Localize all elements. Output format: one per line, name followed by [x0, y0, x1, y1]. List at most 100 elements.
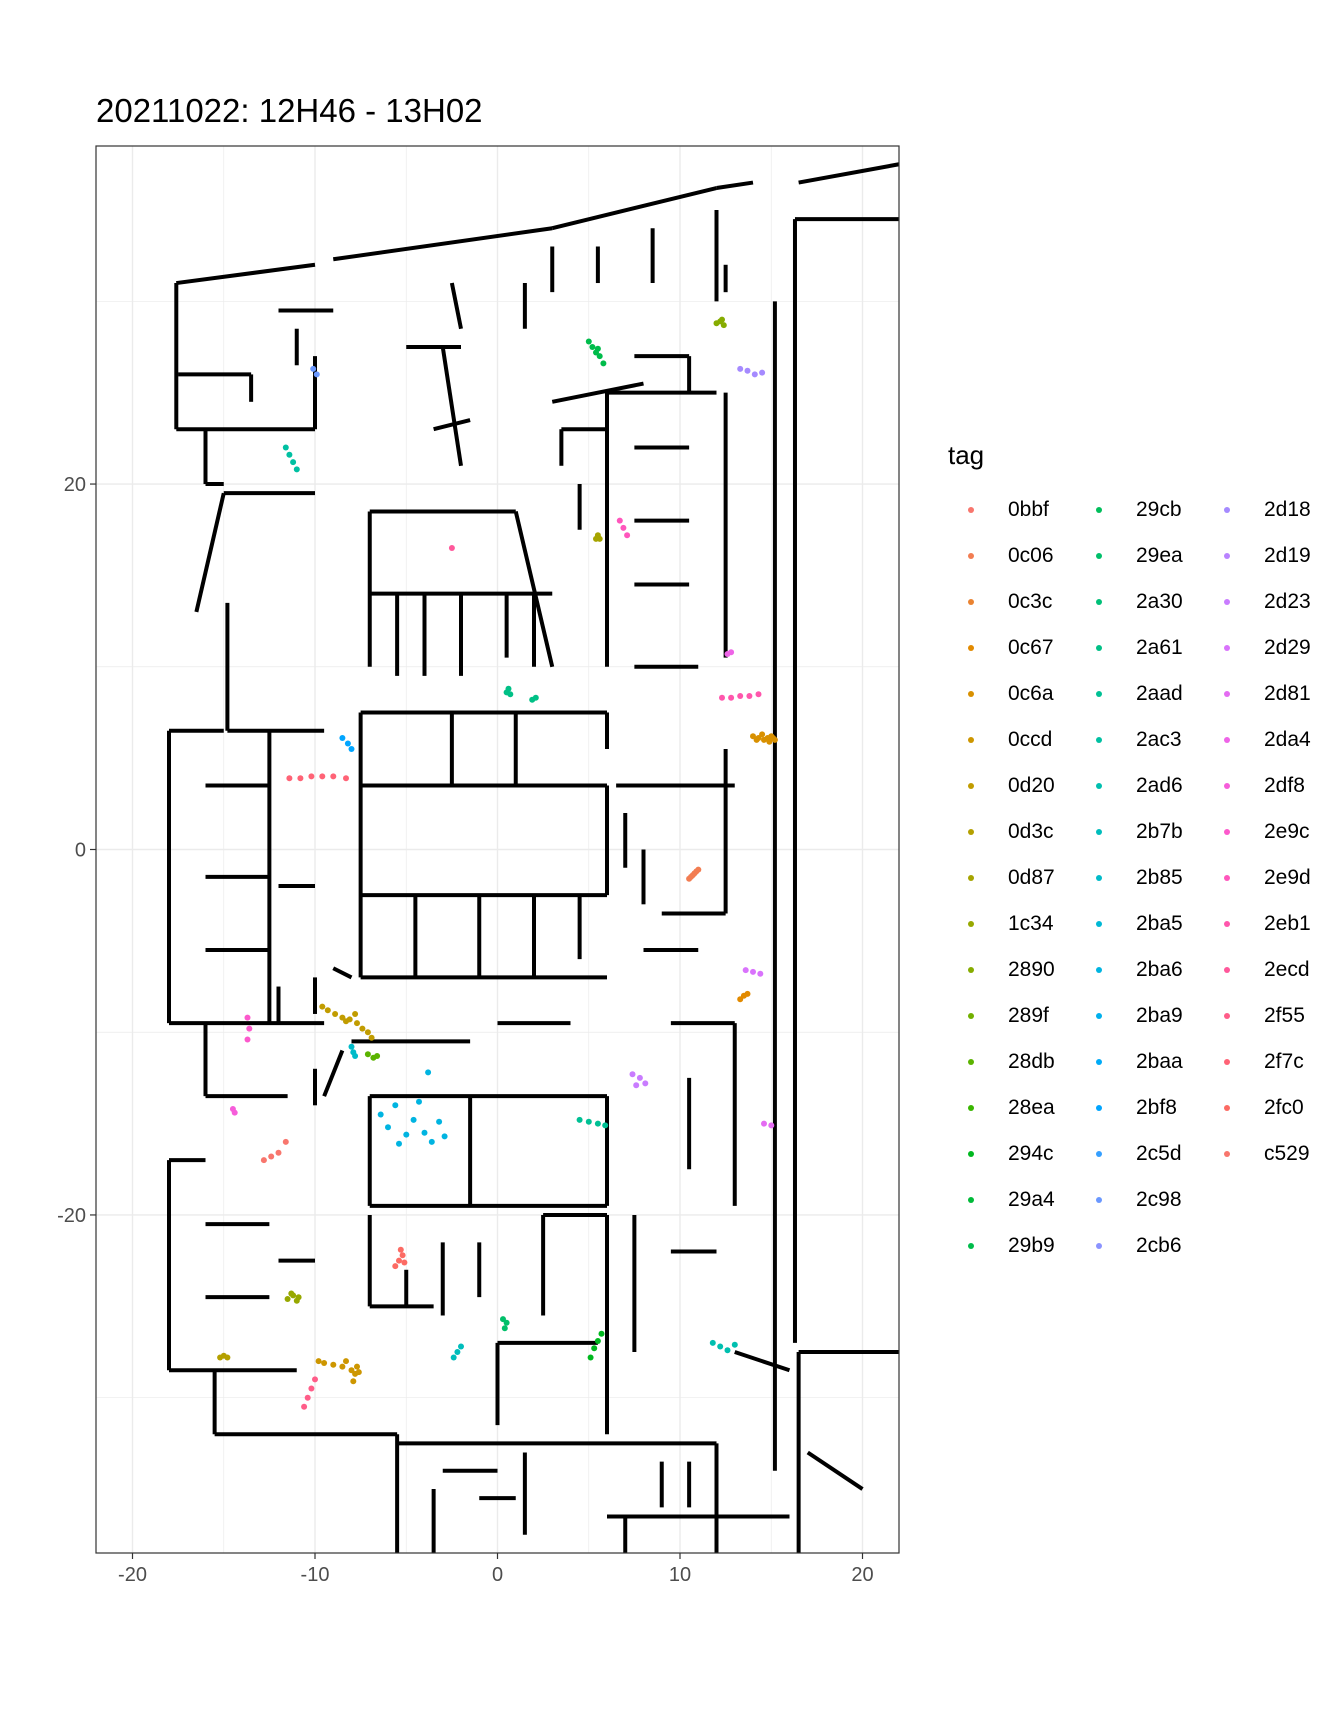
data-point	[436, 1118, 443, 1125]
data-point	[744, 367, 751, 374]
legend-key-dot	[1224, 737, 1230, 743]
data-point	[425, 1069, 432, 1076]
legend-label: 2d81	[1264, 682, 1311, 705]
series-0c6a	[750, 731, 778, 745]
wall-segment	[734, 1350, 791, 1373]
series-2d81	[761, 1120, 775, 1129]
data-point	[284, 1296, 291, 1302]
series-2f7c	[286, 773, 349, 782]
data-point	[313, 371, 320, 378]
data-point	[244, 1014, 251, 1021]
data-point	[352, 1011, 359, 1017]
series-2d29	[742, 967, 764, 977]
data-point	[324, 1007, 331, 1014]
legend-item-2c98: 2c98	[1076, 1177, 1204, 1223]
data-point	[768, 1122, 775, 1129]
legend-key-dot	[968, 875, 974, 881]
data-point	[224, 1354, 231, 1361]
data-point	[354, 1363, 360, 1370]
series-2a61	[503, 685, 539, 703]
data-point	[750, 968, 756, 975]
legend-key-dot	[1096, 691, 1102, 697]
legend-item-0c67: 0c67	[948, 625, 1076, 671]
wall-segment	[322, 1049, 345, 1097]
series-c529	[260, 1138, 289, 1164]
data-point	[260, 1157, 267, 1164]
x-tick-label: 20	[851, 1564, 873, 1586]
legend-label: 2d18	[1264, 498, 1311, 521]
data-point	[348, 746, 355, 752]
data-point	[629, 1071, 636, 1078]
legend-label: 2d19	[1264, 544, 1311, 567]
data-point	[737, 365, 744, 372]
legend-label: 29b9	[1008, 1234, 1055, 1257]
legend-label: 2890	[1008, 958, 1055, 981]
data-point	[421, 1129, 428, 1136]
legend-key-dot	[1096, 1013, 1102, 1019]
data-point	[315, 1358, 322, 1365]
data-point	[401, 1259, 408, 1266]
legend-key-dot	[968, 1059, 974, 1065]
data-point	[759, 731, 766, 738]
legend-key-dot	[1224, 875, 1230, 881]
wall-segment	[194, 492, 226, 613]
series-294c	[587, 1330, 605, 1361]
legend-key-dot	[1224, 1105, 1230, 1111]
data-point	[416, 1098, 422, 1105]
legend-key-dot	[968, 829, 974, 835]
wall-segment	[176, 262, 316, 286]
legend-key-dot	[1096, 1105, 1102, 1111]
legend-key-dot	[968, 921, 974, 927]
data-point	[231, 1109, 238, 1116]
legend-item-2da4: 2da4	[1204, 717, 1332, 763]
data-point	[591, 1345, 598, 1352]
legend-item-0d3c: 0d3c	[948, 809, 1076, 855]
data-point	[770, 735, 777, 741]
data-point	[368, 1034, 375, 1041]
legend-key-dot	[1096, 875, 1102, 881]
legend-key-dot	[1096, 783, 1102, 789]
data-point	[633, 1082, 640, 1089]
series-2eb1	[719, 691, 762, 701]
data-point	[350, 1378, 357, 1385]
legend-item-2e9d: 2e9d	[1204, 855, 1332, 901]
legend-key-dot	[1224, 921, 1230, 927]
legend-item-2890: 2890	[948, 947, 1076, 993]
legend-label: 0d87	[1008, 866, 1055, 889]
x-tick-label: 10	[669, 1564, 691, 1586]
legend-label: 0ccd	[1008, 728, 1053, 751]
data-point	[319, 1003, 326, 1010]
legend-label: 2c5d	[1136, 1142, 1182, 1165]
legend-label: 2aad	[1136, 682, 1183, 705]
data-point	[355, 1369, 362, 1376]
wall-segment	[806, 1450, 864, 1491]
legend-label: 2a30	[1136, 590, 1183, 613]
legend-item-2a61: 2a61	[1076, 625, 1204, 671]
legend-label: 2b7b	[1136, 820, 1183, 843]
data-point	[594, 1338, 601, 1344]
legend-label: 29cb	[1136, 498, 1182, 521]
legend-label: 0c06	[1008, 544, 1054, 567]
chart-title: 20211022: 12H46 - 13H02	[96, 92, 483, 129]
series-2ac3	[282, 444, 300, 473]
legend-item-2f7c: 2f7c	[1204, 1039, 1332, 1085]
wall-segment	[449, 282, 463, 330]
legend-label: 2e9c	[1264, 820, 1310, 843]
x-tick-label: -10	[301, 1564, 330, 1586]
data-point	[596, 535, 603, 542]
data-point	[268, 1153, 275, 1160]
data-point	[339, 1363, 346, 1370]
data-point	[755, 691, 762, 698]
data-point	[594, 1120, 601, 1127]
data-point	[330, 773, 337, 780]
data-point	[500, 1316, 506, 1323]
legend-key-dot	[1224, 691, 1230, 697]
legend-item-2baa: 2baa	[1076, 1039, 1204, 1085]
data-point	[624, 532, 631, 539]
data-point	[396, 1140, 402, 1147]
legend-item-0d20: 0d20	[948, 763, 1076, 809]
series-0d87	[593, 532, 603, 542]
legend-label: 2da4	[1264, 728, 1311, 751]
